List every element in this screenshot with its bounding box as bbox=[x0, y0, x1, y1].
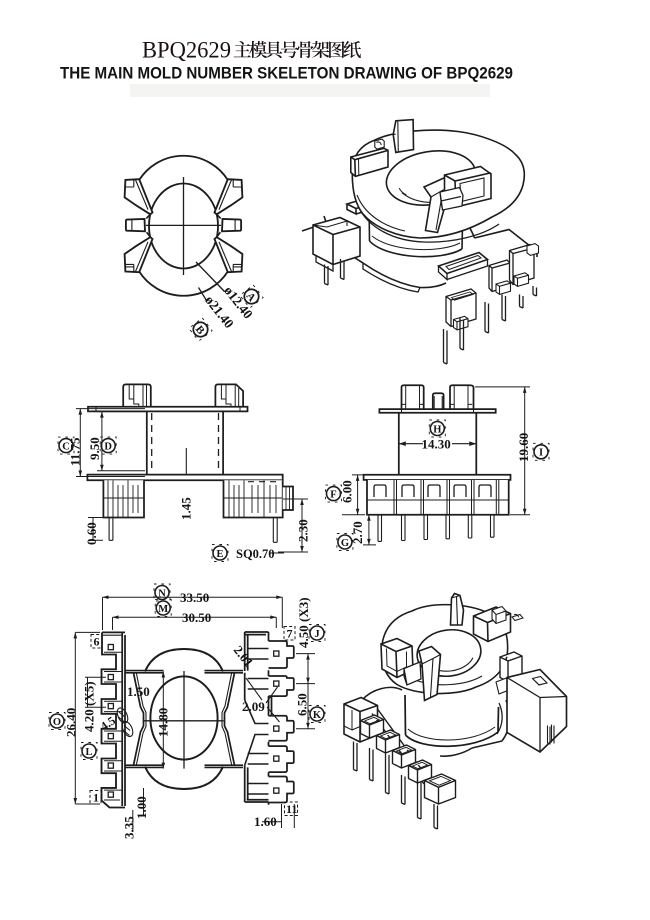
svg-text:1: 1 bbox=[93, 791, 99, 805]
svg-text:4.50 (X3): 4.50 (X3) bbox=[296, 597, 311, 648]
svg-text:30.50: 30.50 bbox=[182, 610, 211, 625]
svg-text:BPQ2629: BPQ2629 bbox=[142, 38, 231, 63]
svg-text:L: L bbox=[85, 747, 92, 758]
svg-text:1.00: 1.00 bbox=[134, 796, 149, 819]
svg-text:SQ0.70: SQ0.70 bbox=[236, 547, 275, 561]
svg-text:26.40: 26.40 bbox=[64, 708, 79, 737]
svg-text:2.09: 2.09 bbox=[242, 699, 265, 714]
svg-text:C: C bbox=[62, 441, 70, 452]
svg-text:11.75: 11.75 bbox=[68, 437, 83, 466]
svg-text:2.70: 2.70 bbox=[350, 521, 365, 544]
svg-text:F: F bbox=[330, 489, 336, 500]
svg-text:G: G bbox=[341, 538, 349, 549]
svg-text:E: E bbox=[216, 549, 223, 560]
svg-text:4.20 (X5): 4.20 (X5) bbox=[82, 681, 97, 732]
svg-text:0.60: 0.60 bbox=[84, 522, 99, 545]
svg-text:14.30: 14.30 bbox=[422, 437, 451, 452]
svg-text:33.50: 33.50 bbox=[180, 590, 209, 605]
svg-text:6.00: 6.00 bbox=[340, 480, 355, 503]
svg-text:6: 6 bbox=[94, 635, 100, 649]
svg-text:3.35: 3.35 bbox=[122, 816, 137, 839]
svg-text:O: O bbox=[53, 717, 61, 728]
svg-text:H: H bbox=[433, 424, 441, 435]
svg-text:19.60: 19.60 bbox=[516, 433, 531, 462]
svg-text:N: N bbox=[158, 588, 166, 599]
svg-text:K: K bbox=[313, 710, 322, 721]
svg-text:2.30: 2.30 bbox=[296, 519, 311, 542]
svg-text:D: D bbox=[104, 441, 112, 452]
svg-text:6.50: 6.50 bbox=[295, 693, 310, 716]
svg-text:7: 7 bbox=[287, 627, 293, 641]
svg-text:11: 11 bbox=[286, 802, 297, 816]
svg-text:14.80: 14.80 bbox=[156, 708, 171, 737]
svg-text:J: J bbox=[314, 629, 319, 640]
svg-text:THE MAIN MOLD NUMBER SKELETON: THE MAIN MOLD NUMBER SKELETON DRAWING OF… bbox=[60, 64, 513, 83]
svg-text:I: I bbox=[539, 448, 543, 459]
svg-text:1.60: 1.60 bbox=[254, 814, 277, 829]
svg-text:9.50: 9.50 bbox=[87, 437, 102, 460]
svg-text:M: M bbox=[158, 604, 168, 615]
svg-text:1.45: 1.45 bbox=[179, 497, 194, 520]
svg-text:1.50: 1.50 bbox=[127, 684, 150, 699]
